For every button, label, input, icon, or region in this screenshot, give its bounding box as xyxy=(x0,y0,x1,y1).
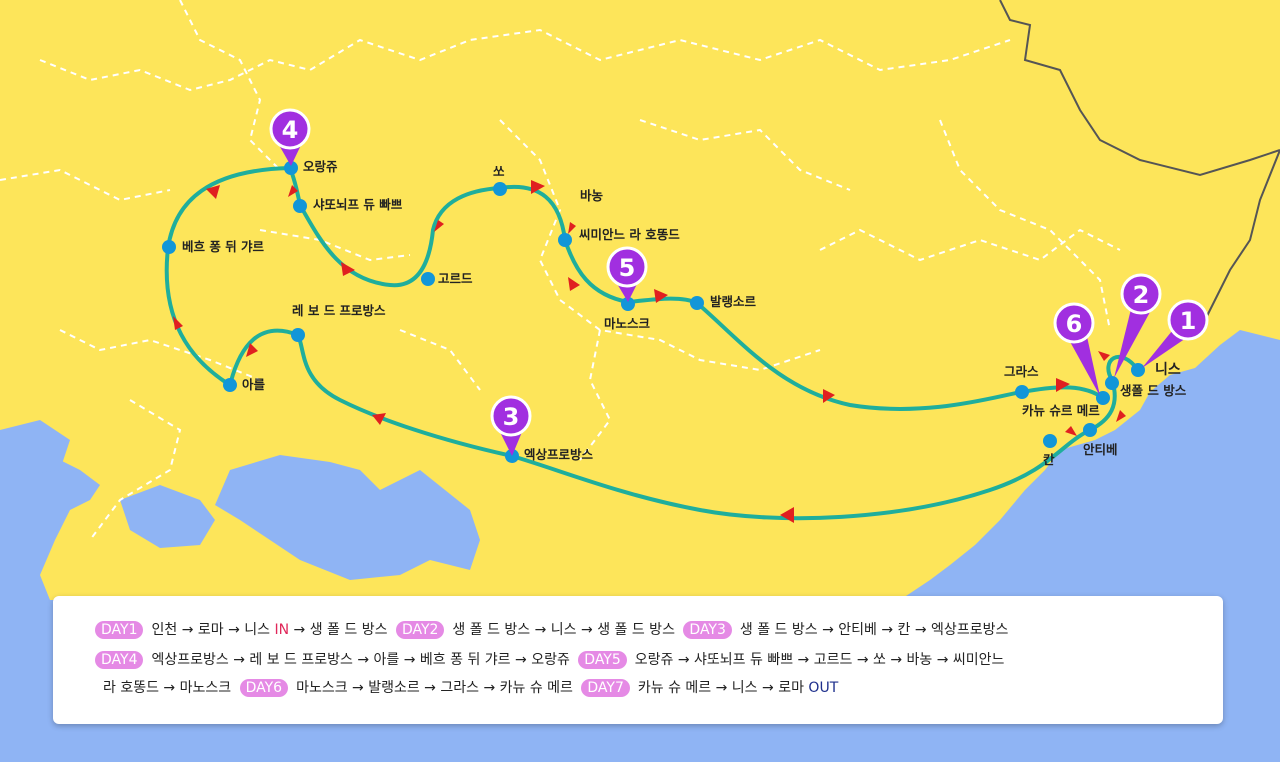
stop-sault xyxy=(493,182,507,196)
day-badge: DAY1 xyxy=(95,621,144,639)
label-cannes: 칸 xyxy=(1043,452,1055,467)
day-route: 라 호똥드 → 마노스크 xyxy=(103,680,232,696)
day-badge: DAY6 xyxy=(239,679,289,697)
day-route: 생 폴 드 방스 → 안티베 → 칸 → 엑상프로방스 xyxy=(739,622,1009,638)
pin-3-icon: 3 xyxy=(490,395,532,456)
day-segment: DAY4 엑상프로방스 → 레 보 드 프로방스 → 아를 → 베흐 퐁 뒤 갸르… xyxy=(95,651,570,669)
stop-orange xyxy=(284,161,298,175)
pin-2-icon: 2 xyxy=(1114,273,1162,378)
pin-label: 3 xyxy=(503,403,520,431)
day-segment: 라 호똥드 → 마노스크 xyxy=(103,680,231,696)
label-sault: 쏘 xyxy=(493,164,505,179)
pin-label: 6 xyxy=(1066,310,1083,338)
stop-arles xyxy=(223,378,237,392)
stop-gordes xyxy=(421,272,435,286)
day-segment: DAY5 오랑쥬 → 샤또뇌프 듀 빠쁘 → 고르드 → 쏘 → 바농 → 씨미안… xyxy=(578,651,1005,669)
day-badge: DAY4 xyxy=(95,651,144,669)
itinerary-line-2: DAY4 엑상프로방스 → 레 보 드 프로방스 → 아를 → 베흐 퐁 뒤 갸르… xyxy=(95,650,1008,670)
pin-label: 2 xyxy=(1133,281,1150,309)
day-segment: DAY2 생 폴 드 방스 → 니스 → 생 폴 드 방스 xyxy=(395,621,675,639)
stops xyxy=(162,161,1145,463)
day-badge: DAY2 xyxy=(395,621,445,639)
lagoon xyxy=(215,455,480,580)
pin-4-icon: 4 xyxy=(269,108,311,166)
pins: 1 2 3 4 5 xyxy=(269,108,1209,456)
label-orange: 오랑쥬 xyxy=(303,159,338,174)
label-aix: 엑상프로방스 xyxy=(524,447,594,462)
label-grasse: 그라스 xyxy=(1004,364,1039,379)
label-manosque: 마노스크 xyxy=(604,316,651,331)
pin-label: 5 xyxy=(619,254,636,282)
label-gordes: 고르드 xyxy=(438,271,473,286)
lagoon xyxy=(120,485,215,548)
label-banon: 바농 xyxy=(580,188,604,203)
label-antibes: 안티베 xyxy=(1083,442,1118,457)
day-route-tail: → 생 폴 드 방스 xyxy=(289,622,388,638)
pin-label: 4 xyxy=(282,116,299,144)
stop-saint-paul xyxy=(1105,376,1119,390)
label-cagnes: 카뉴 슈르 메르 xyxy=(1022,403,1100,418)
out-marker: OUT xyxy=(808,680,839,696)
region-borders xyxy=(0,0,1121,541)
day-segment: DAY6 마노스크 → 발랭소르 → 그라스 → 카뉴 슈 메르 xyxy=(239,679,573,697)
stop-cannes xyxy=(1043,434,1057,448)
day-segment: DAY1 인천 → 로마 → 니스 IN → 생 폴 드 방스 xyxy=(95,621,388,639)
label-saint-paul: 생폴 드 방스 xyxy=(1120,383,1187,398)
stop-manosque xyxy=(621,297,635,311)
stop-baux xyxy=(291,328,305,342)
label-chateauneuf: 샤또뇌프 듀 빠쁘 xyxy=(313,197,403,212)
stop-simiane xyxy=(558,233,572,247)
day-badge: DAY3 xyxy=(683,621,732,639)
day-route: 마노스크 → 발랭소르 → 그라스 → 카뉴 슈 메르 xyxy=(296,680,573,696)
stop-grasse xyxy=(1015,385,1029,399)
direction-arrows xyxy=(173,180,1126,523)
day-segment: DAY7 카뉴 슈 메르 → 니스 → 로마 OUT xyxy=(581,679,839,697)
day-route: 인천 → 로마 → 니스 xyxy=(151,622,275,638)
pin-6-icon: 6 xyxy=(1053,302,1100,396)
label-baux: 레 보 드 프로방스 xyxy=(292,303,386,318)
day-route: 카뉴 슈 메르 → 니스 → 로마 xyxy=(637,680,809,696)
stop-antibes xyxy=(1083,423,1097,437)
day-badge: DAY5 xyxy=(578,651,627,669)
label-arles: 아를 xyxy=(242,377,266,392)
stop-nice xyxy=(1131,363,1145,377)
pin-5-icon: 5 xyxy=(606,246,648,302)
day-route: 엑상프로방스 → 레 보 드 프로방스 → 아를 → 베흐 퐁 뒤 갸르 → 오… xyxy=(151,652,570,668)
stop-vaison xyxy=(162,240,176,254)
day-badge: DAY7 xyxy=(581,679,630,697)
day-segment: DAY3 생 폴 드 방스 → 안티베 → 칸 → 엑상프로방스 xyxy=(683,621,1009,639)
stop-valensole xyxy=(690,296,704,310)
label-vaison: 베흐 퐁 뒤 갸르 xyxy=(182,239,265,254)
itinerary-line-1: DAY1 인천 → 로마 → 니스 IN → 생 폴 드 방스 DAY2 생 폴 드… xyxy=(95,620,1012,640)
day-route: 생 폴 드 방스 → 니스 → 생 폴 드 방스 xyxy=(452,622,675,638)
pin-1-icon: 1 xyxy=(1142,299,1209,368)
national-border xyxy=(999,0,1280,331)
lagoon xyxy=(0,420,70,475)
label-nice: 니스 xyxy=(1155,362,1181,378)
itinerary-line-3: 라 호똥드 → 마노스크 DAY6 마노스크 → 발랭소르 → 그라스 → 카뉴 … xyxy=(103,678,842,698)
in-marker: IN xyxy=(274,622,290,638)
stop-chateauneuf xyxy=(293,199,307,213)
label-simiane: 씨미안느 라 호똥드 xyxy=(579,227,680,242)
itinerary-panel: DAY1 인천 → 로마 → 니스 IN → 생 폴 드 방스 DAY2 생 폴 드… xyxy=(53,596,1223,724)
day-route: 오랑쥬 → 샤또뇌프 듀 빠쁘 → 고르드 → 쏘 → 바농 → 씨미안느 xyxy=(634,652,1005,668)
pin-label: 1 xyxy=(1180,307,1197,335)
label-valensole: 발랭소르 xyxy=(710,294,757,309)
